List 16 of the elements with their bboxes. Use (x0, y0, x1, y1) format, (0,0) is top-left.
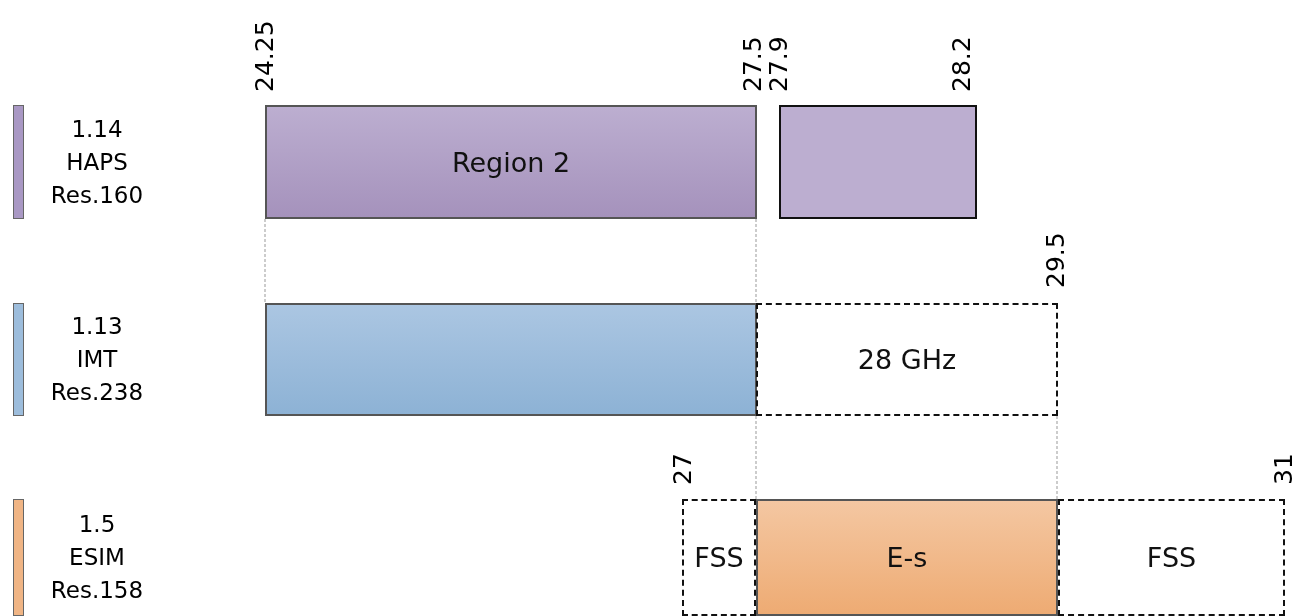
frequency-band: E-s (756, 499, 1058, 616)
frequency-band (779, 105, 977, 219)
frequency-label: 28.2 (948, 36, 976, 92)
frequency-band (265, 303, 757, 416)
frequency-label: 24.25 (251, 20, 279, 92)
frequency-label: 27.9 (765, 36, 793, 92)
legend-label: 1.5 ESIM Res.158 (49, 510, 145, 605)
frequency-band: FSS (1058, 499, 1285, 616)
legend-label: 1.13 IMT Res.238 (49, 312, 145, 407)
frequency-label: 27 (669, 453, 697, 485)
frequency-band: 28 GHz (756, 303, 1058, 416)
frequency-label: 29.5 (1042, 232, 1070, 288)
frequency-label: 31 (1270, 453, 1298, 485)
frequency-label: 27.5 (739, 36, 767, 92)
frequency-band: Region 2 (265, 105, 757, 219)
legend-label: 1.14 HAPS Res.160 (49, 114, 145, 210)
